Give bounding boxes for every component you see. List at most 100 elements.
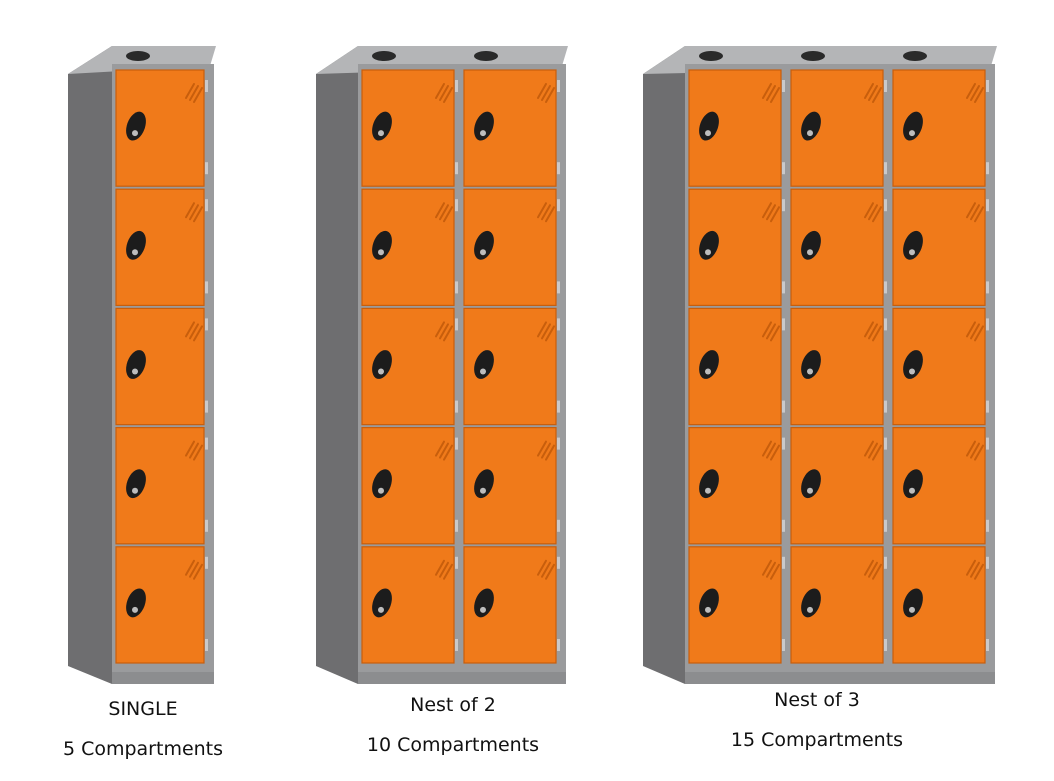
keyhole-icon <box>909 487 915 494</box>
door-lock-icon <box>801 469 821 499</box>
door-vent-icon <box>185 202 203 223</box>
hinge-icon <box>205 400 208 413</box>
keyhole-icon <box>909 249 915 256</box>
locker-plinth <box>685 672 995 684</box>
keyhole-icon <box>132 249 138 256</box>
hinge-icon <box>205 556 208 569</box>
door-lock-icon <box>699 111 719 141</box>
door-lock-icon <box>903 230 923 260</box>
keyhole-icon <box>378 130 384 137</box>
hinge-icon <box>557 199 560 212</box>
door-vent-icon <box>966 440 984 461</box>
hinge-icon <box>884 318 887 331</box>
hinge-icon <box>205 281 208 294</box>
keyhole-icon <box>807 487 813 494</box>
locker-door <box>688 307 782 426</box>
door-lock-icon <box>474 230 494 260</box>
locker-plinth <box>358 672 566 684</box>
hinge-icon <box>986 639 989 651</box>
hinge-icon <box>884 199 887 212</box>
door-lock-icon <box>372 230 392 260</box>
hinge-icon <box>782 437 785 450</box>
top-vent-icon <box>699 51 723 61</box>
door-vent-icon <box>966 559 984 580</box>
hinge-icon <box>884 162 887 175</box>
top-vent-icon <box>126 51 150 61</box>
keyhole-icon <box>378 249 384 256</box>
door-vent-icon <box>864 440 882 461</box>
hinge-icon <box>986 318 989 331</box>
door-vent-icon <box>762 83 780 103</box>
door-vent-icon <box>185 559 203 580</box>
hinge-icon <box>455 199 458 212</box>
hinge-icon <box>782 400 785 413</box>
hinge-icon <box>884 519 887 532</box>
hinge-icon <box>557 80 560 92</box>
product-compartments-nest-of-3: 15 Compartments <box>730 729 904 751</box>
door-vent-icon <box>185 83 203 103</box>
door-lock-icon <box>126 350 146 379</box>
hinge-icon <box>884 80 887 92</box>
door-lock-icon <box>903 588 923 618</box>
hinge-icon <box>455 80 458 92</box>
door-vent-icon <box>435 440 453 461</box>
door-vent-icon <box>762 321 780 342</box>
keyhole-icon <box>378 606 384 613</box>
hinge-icon <box>455 162 458 175</box>
door-lock-icon <box>372 350 392 379</box>
door-vent-icon <box>966 83 984 103</box>
door-vent-icon <box>864 83 882 103</box>
door-vent-icon <box>864 559 882 580</box>
door-vent-icon <box>185 440 203 461</box>
top-vent-icon <box>903 51 927 61</box>
door-lock-icon <box>801 350 821 379</box>
keyhole-icon <box>480 368 486 375</box>
door-vent-icon <box>762 440 780 461</box>
hinge-icon <box>557 400 560 413</box>
door-vent-icon <box>537 559 555 580</box>
door-vent-icon <box>762 559 780 580</box>
locker-plinth <box>112 672 214 684</box>
door-lock-icon <box>903 111 923 141</box>
door-vent-icon <box>537 440 555 461</box>
hinge-icon <box>884 639 887 651</box>
hinge-icon <box>455 281 458 294</box>
locker-side-panel <box>68 46 112 684</box>
door-lock-icon <box>474 111 494 141</box>
door-lock-icon <box>801 588 821 618</box>
hinge-icon <box>557 639 560 651</box>
door-lock-icon <box>372 111 392 141</box>
door-vent-icon <box>864 321 882 342</box>
top-vent-icon <box>372 51 396 61</box>
door-vent-icon <box>435 83 453 103</box>
door-vent-icon <box>966 321 984 342</box>
keyhole-icon <box>480 130 486 137</box>
door-lock-icon <box>903 350 923 379</box>
hinge-icon <box>986 556 989 569</box>
hinge-icon <box>557 437 560 450</box>
door-lock-icon <box>474 350 494 379</box>
keyhole-icon <box>378 368 384 375</box>
hinge-icon <box>986 437 989 450</box>
keyhole-icon <box>807 606 813 613</box>
keyhole-icon <box>705 130 711 137</box>
door-lock-icon <box>126 469 146 499</box>
hinge-icon <box>884 400 887 413</box>
hinge-icon <box>884 437 887 450</box>
door-vent-icon <box>966 202 984 223</box>
hinge-icon <box>782 639 785 651</box>
hinge-icon <box>557 519 560 532</box>
hinge-icon <box>782 281 785 294</box>
door-lock-icon <box>474 588 494 618</box>
keyhole-icon <box>480 249 486 256</box>
locker-side-panel <box>643 46 685 684</box>
locker-door <box>463 546 557 664</box>
door-vent-icon <box>537 202 555 223</box>
hinge-icon <box>205 519 208 532</box>
product-compartments-single: 5 Compartments <box>62 738 224 760</box>
product-name-single: SINGLE <box>108 698 178 720</box>
hinge-icon <box>986 162 989 175</box>
door-vent-icon <box>435 559 453 580</box>
keyhole-icon <box>909 606 915 613</box>
